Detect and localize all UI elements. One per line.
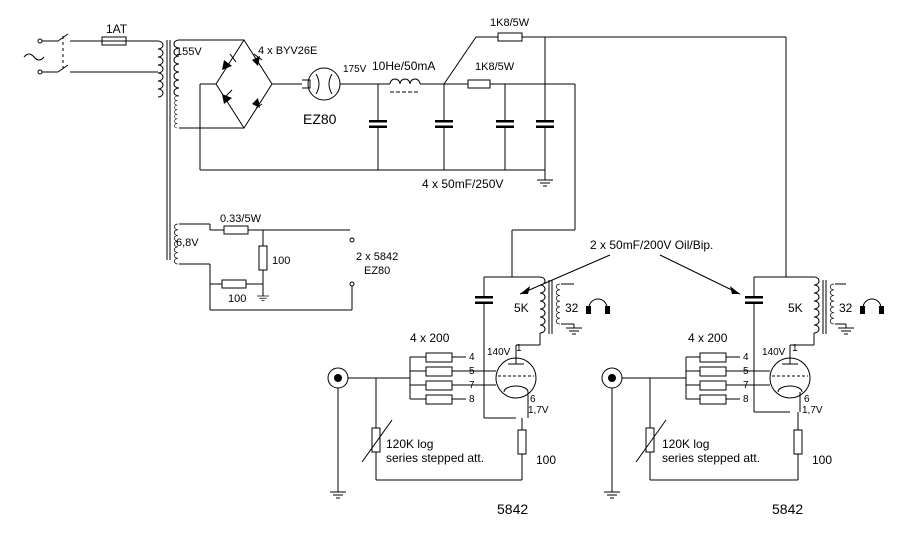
heater-resistor-b	[221, 279, 247, 289]
transformer-secondary-left: 32	[565, 301, 579, 315]
power-transformer	[157, 39, 180, 265]
heater-resistor-b-label: 100	[228, 293, 246, 305]
pin-7-left: 7	[469, 380, 475, 391]
grid-resistors-left	[376, 352, 496, 405]
cathode-resistor-left	[517, 429, 527, 455]
mains-plug-icon	[23, 38, 45, 75]
volume-pot-left	[348, 377, 522, 481]
mains-switch-icon	[42, 33, 158, 73]
tube-label-right: 5842	[772, 501, 803, 517]
choke-label: 10He/50mA	[372, 59, 435, 73]
volume-pot-left-label: 120K log	[386, 437, 433, 451]
heater-supply	[179, 223, 355, 311]
rectifier-diodes-label: 4 x BYV26E	[258, 45, 317, 57]
resistor-top-label: 1K8/5W	[490, 17, 530, 29]
volume-pot-right-note: series stepped att.	[662, 451, 760, 465]
rectifier-bridge	[179, 39, 273, 170]
channel-left	[327, 276, 610, 499]
filter-section	[200, 32, 787, 277]
heater-resistor-a	[258, 245, 268, 271]
grid-resistors-right-label: 4 x 200	[688, 331, 728, 345]
transformer-primary-right: 5K	[788, 301, 803, 315]
coupling-caps-arrows	[519, 254, 741, 295]
plate-voltage-right: 140V	[762, 347, 786, 358]
rectifier-tube-label: EZ80	[303, 111, 337, 127]
pin-6-right: 6	[804, 394, 810, 405]
tube-5842-left	[495, 357, 537, 418]
fuse	[101, 36, 158, 46]
volume-pot-right-label: 120K log	[662, 437, 709, 451]
heater-load-1-label: 2 x 5842	[356, 251, 398, 263]
cathode-voltage-left: 1,7V	[528, 405, 549, 416]
headphones-icon	[586, 298, 610, 314]
filter-caps-label: 4 x 50mF/250V	[422, 177, 503, 191]
pin-1-right: 1	[792, 343, 798, 354]
pin-5-right: 5	[743, 366, 749, 377]
pin-6-left: 6	[530, 394, 536, 405]
pin-4-left: 4	[469, 352, 475, 363]
resistor-top	[497, 32, 523, 42]
fuse-label: 1AT	[106, 22, 128, 36]
cathode-resistor-right-label: 100	[812, 453, 832, 467]
transformer-primary-left: 5K	[514, 301, 529, 315]
tube-label-left: 5842	[497, 501, 528, 517]
cathode-voltage-right: 1,7V	[802, 405, 823, 416]
input-jack-left-icon	[327, 367, 349, 499]
plate-voltage-left: 140V	[487, 347, 511, 358]
pin-1-left: 1	[516, 343, 522, 354]
channel-right	[601, 276, 884, 499]
tube-5842-right	[769, 357, 811, 412]
pin-7-right: 7	[743, 380, 749, 391]
cathode-resistor-left-label: 100	[536, 453, 556, 467]
coupling-caps-label: 2 x 50mF/200V Oil/Bip.	[590, 238, 713, 252]
ez80-rectifier-tube	[302, 67, 378, 101]
heater-load-2-label: EZ80	[364, 265, 390, 277]
heater-resistor-a-label: 100	[272, 255, 290, 267]
hv-winding-label: 155V	[176, 46, 202, 58]
grid-resistors-right	[650, 352, 770, 405]
rectifier-voltage-label: 175V	[343, 64, 367, 75]
transformer-secondary-right: 32	[839, 301, 853, 315]
pin-8-left: 8	[469, 394, 475, 405]
volume-pot-left-note: series stepped att.	[386, 451, 484, 465]
pin-4-right: 4	[743, 352, 749, 363]
choke	[378, 78, 468, 93]
heater-winding-label: 6,8V	[176, 237, 199, 249]
heater-series-resistor	[223, 225, 249, 235]
pin-5-left: 5	[469, 366, 475, 377]
mains-input: 1AT	[23, 22, 158, 75]
pin-8-right: 8	[743, 394, 749, 405]
resistor-mid-label: 1K8/5W	[475, 61, 515, 73]
input-jack-right-icon	[601, 367, 623, 499]
heater-series-resistor-label: 0.33/5W	[220, 213, 262, 225]
resistor-mid	[467, 79, 491, 89]
cathode-resistor-right	[793, 429, 803, 455]
grid-resistors-left-label: 4 x 200	[410, 331, 450, 345]
volume-pot-right	[622, 377, 798, 481]
headphones-icon-right	[860, 298, 884, 314]
